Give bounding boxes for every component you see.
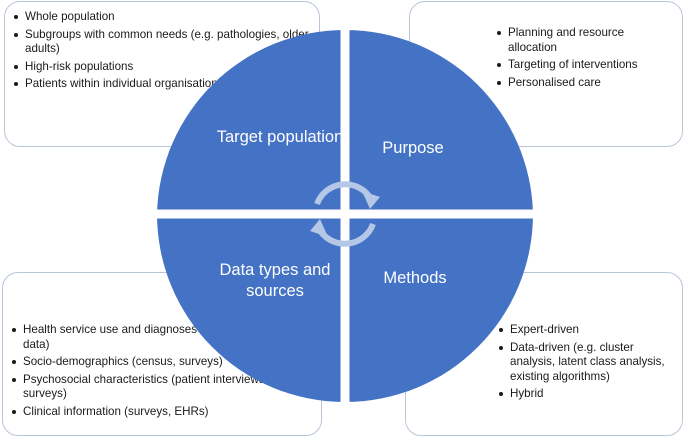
gap-horizontal (151, 209, 539, 219)
arrow-arc-top (314, 181, 372, 206)
wheel-quadrants (157, 29, 533, 402)
arrow-head-bottom (310, 219, 328, 237)
arrow-arc-bottom (318, 222, 376, 247)
list-item: Subgroups with common needs (e.g. pathol… (13, 28, 313, 57)
target-population-list: Whole population Subgroups with common n… (13, 10, 313, 95)
list-item: Patients within individual organisations (13, 77, 313, 92)
quadrant-methods (345, 214, 533, 402)
methods-list: Expert-driven Data-driven (e.g. cluster … (498, 323, 678, 405)
arrow-head-top (362, 191, 380, 209)
purpose-label: Purpose (382, 139, 444, 157)
methods-label: Methods (383, 269, 447, 287)
list-item: Clinical information (surveys, EHRs) (11, 405, 317, 420)
circular-arrows-icon (310, 181, 380, 247)
list-item: Targeting of interventions (496, 58, 676, 73)
data-types-label: Data types and sources (219, 261, 331, 300)
quadrant-data-types (157, 214, 345, 402)
target-population-label: Target population (216, 128, 344, 146)
quadrant-target-population (157, 29, 345, 214)
list-item: Whole population (13, 10, 313, 25)
list-item: Psychosocial characteristics (patient in… (11, 373, 317, 402)
purpose-list: Planning and resource allocation Targeti… (496, 26, 676, 93)
list-item: Data-driven (e.g. cluster analysis, late… (498, 341, 678, 385)
list-item: Socio-demographics (census, surveys) (11, 355, 317, 370)
list-item: Expert-driven (498, 323, 678, 338)
list-item: Personalised care (496, 76, 676, 91)
wheel-gaps (151, 24, 539, 408)
list-item: Hybrid (498, 387, 678, 402)
list-item: Planning and resource allocation (496, 26, 676, 55)
quadrant-purpose (345, 29, 533, 215)
list-item: High-risk populations (13, 60, 313, 75)
